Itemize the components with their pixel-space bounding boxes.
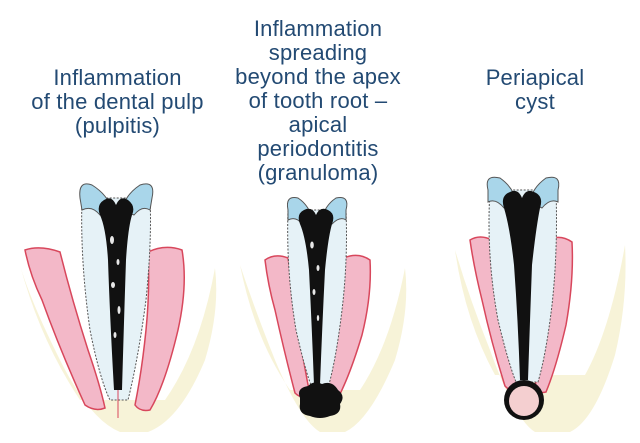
inflamed-pulp [502,190,542,380]
gum-right [134,246,185,412]
tooth-pulpitis [20,183,217,432]
cyst-lumen [509,386,539,416]
gum-left [24,247,106,411]
pulpitis-label: Inflammation of the dental pulp (pulpiti… [31,65,204,138]
bone [455,245,626,432]
tooth-periapical-cyst [455,176,626,432]
apical-periodontitis-label: Inflammation spreading beyond the apex o… [235,16,401,185]
bone [240,265,407,432]
inflamed-pulp [298,208,334,385]
tooth-apical-periodontitis [240,197,407,432]
inflamed-pulp [98,198,134,390]
periapical-cyst-label: Periapical cyst [485,65,585,114]
granuloma [299,382,343,418]
